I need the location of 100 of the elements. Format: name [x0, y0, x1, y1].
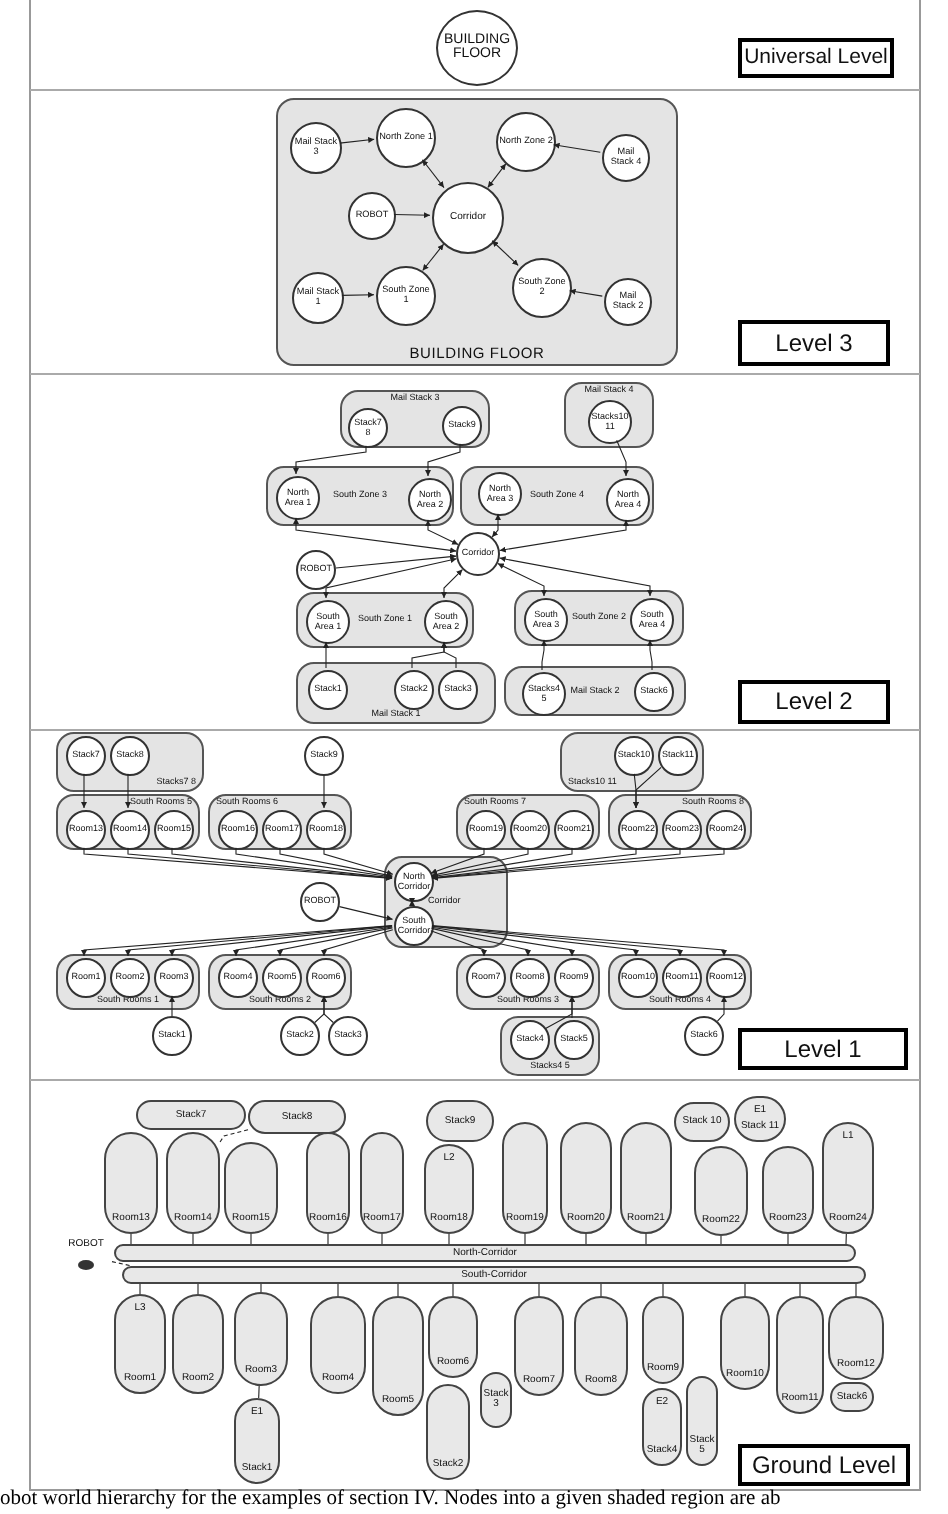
rounded-node [694, 1146, 748, 1236]
arrow [279, 847, 393, 878]
circle-node [306, 810, 346, 850]
connector-line [799, 1283, 801, 1297]
shaded-region [276, 98, 678, 366]
circle-node [328, 1016, 368, 1056]
connector-line [855, 1283, 857, 1297]
shaded-region [56, 732, 204, 792]
connector-line [250, 1233, 252, 1245]
arrow [441, 641, 457, 669]
rounded-node [248, 1100, 346, 1134]
arrow [541, 639, 547, 671]
connector-line [662, 1283, 664, 1297]
level-label-box [738, 680, 890, 724]
circle-node [66, 810, 106, 850]
shaded-region [208, 954, 352, 1010]
rounded-node [114, 1294, 166, 1394]
shaded-region [456, 794, 600, 850]
circle-node [348, 192, 396, 240]
rounded-node [166, 1132, 220, 1234]
circle-node [304, 736, 344, 776]
circle-node [634, 672, 674, 712]
connector-line [845, 1233, 847, 1245]
arrow [81, 773, 87, 809]
arrow [491, 513, 501, 538]
connector-line [538, 1283, 540, 1297]
circle-node [280, 1016, 320, 1056]
arrow [491, 240, 519, 266]
rounded-node [720, 1296, 770, 1390]
shaded-region [384, 856, 508, 948]
rounded-node [480, 1372, 512, 1428]
circle-node [110, 810, 150, 850]
circle-node [478, 472, 522, 516]
shaded-region [608, 954, 752, 1010]
connector-line [111, 1261, 133, 1267]
circle-node [554, 810, 594, 850]
arrow [335, 553, 457, 569]
rounded-node [674, 1102, 730, 1142]
connector-line [585, 1233, 587, 1245]
arrow [409, 898, 415, 906]
arrow [647, 639, 653, 671]
circle-node [630, 598, 674, 642]
region-label: Ground Level [751, 1452, 897, 1478]
arrow [321, 775, 327, 809]
circle-node [618, 810, 658, 850]
arrow [293, 517, 457, 554]
circle-node [442, 406, 482, 446]
circle-node [602, 134, 650, 182]
arrow [441, 569, 463, 599]
arrow [431, 925, 639, 957]
circle-node [466, 810, 506, 850]
circle-node [306, 600, 350, 644]
arrow [125, 773, 131, 809]
arrow [430, 930, 487, 957]
connector-line [139, 1283, 141, 1295]
arrow [293, 445, 367, 475]
shaded-region [564, 382, 654, 448]
rounded-node [686, 1376, 718, 1466]
circle-node [300, 882, 340, 922]
circle-node [290, 122, 342, 174]
circle-node [614, 736, 654, 776]
caption: obot world hierarchy for the examples of section IV. Nodes into a given shaded region are ab [0, 1488, 781, 1512]
rounded-node [822, 1122, 874, 1234]
circle-node [348, 408, 388, 448]
region-label: Level 3 [775, 330, 853, 356]
circle-node [512, 258, 572, 318]
rounded-node [642, 1388, 682, 1466]
circle-node [424, 600, 468, 644]
connector-line [197, 1283, 199, 1295]
rounded-node [428, 1296, 478, 1378]
rounded-node [620, 1122, 672, 1234]
rounded-node [122, 1266, 866, 1284]
circle-node [706, 958, 746, 998]
connector-line [337, 1283, 339, 1297]
arrow [430, 927, 531, 957]
arrow [169, 925, 393, 957]
circle-node [496, 112, 556, 172]
rounded-node [828, 1296, 884, 1380]
arrow [339, 137, 375, 144]
rounded-node [224, 1142, 278, 1234]
arrow [393, 212, 431, 219]
rounded-node [426, 1384, 470, 1480]
rounded-node [306, 1132, 350, 1234]
arrow [341, 291, 375, 298]
level-label-box [738, 320, 890, 366]
shaded-region [296, 592, 474, 648]
arrow [338, 906, 394, 921]
circle-node [522, 672, 566, 716]
shaded-region [56, 954, 200, 1010]
rounded-node [136, 1100, 246, 1130]
shaded-region [340, 390, 490, 448]
circle-node [606, 478, 650, 522]
arrow [171, 847, 393, 881]
circle-node [218, 810, 258, 850]
circle-node [376, 108, 436, 168]
rounded-node [310, 1296, 366, 1394]
circle-node [276, 476, 320, 520]
circle-node [706, 810, 746, 850]
circle-node [306, 958, 346, 998]
level-label-box [738, 1028, 908, 1070]
